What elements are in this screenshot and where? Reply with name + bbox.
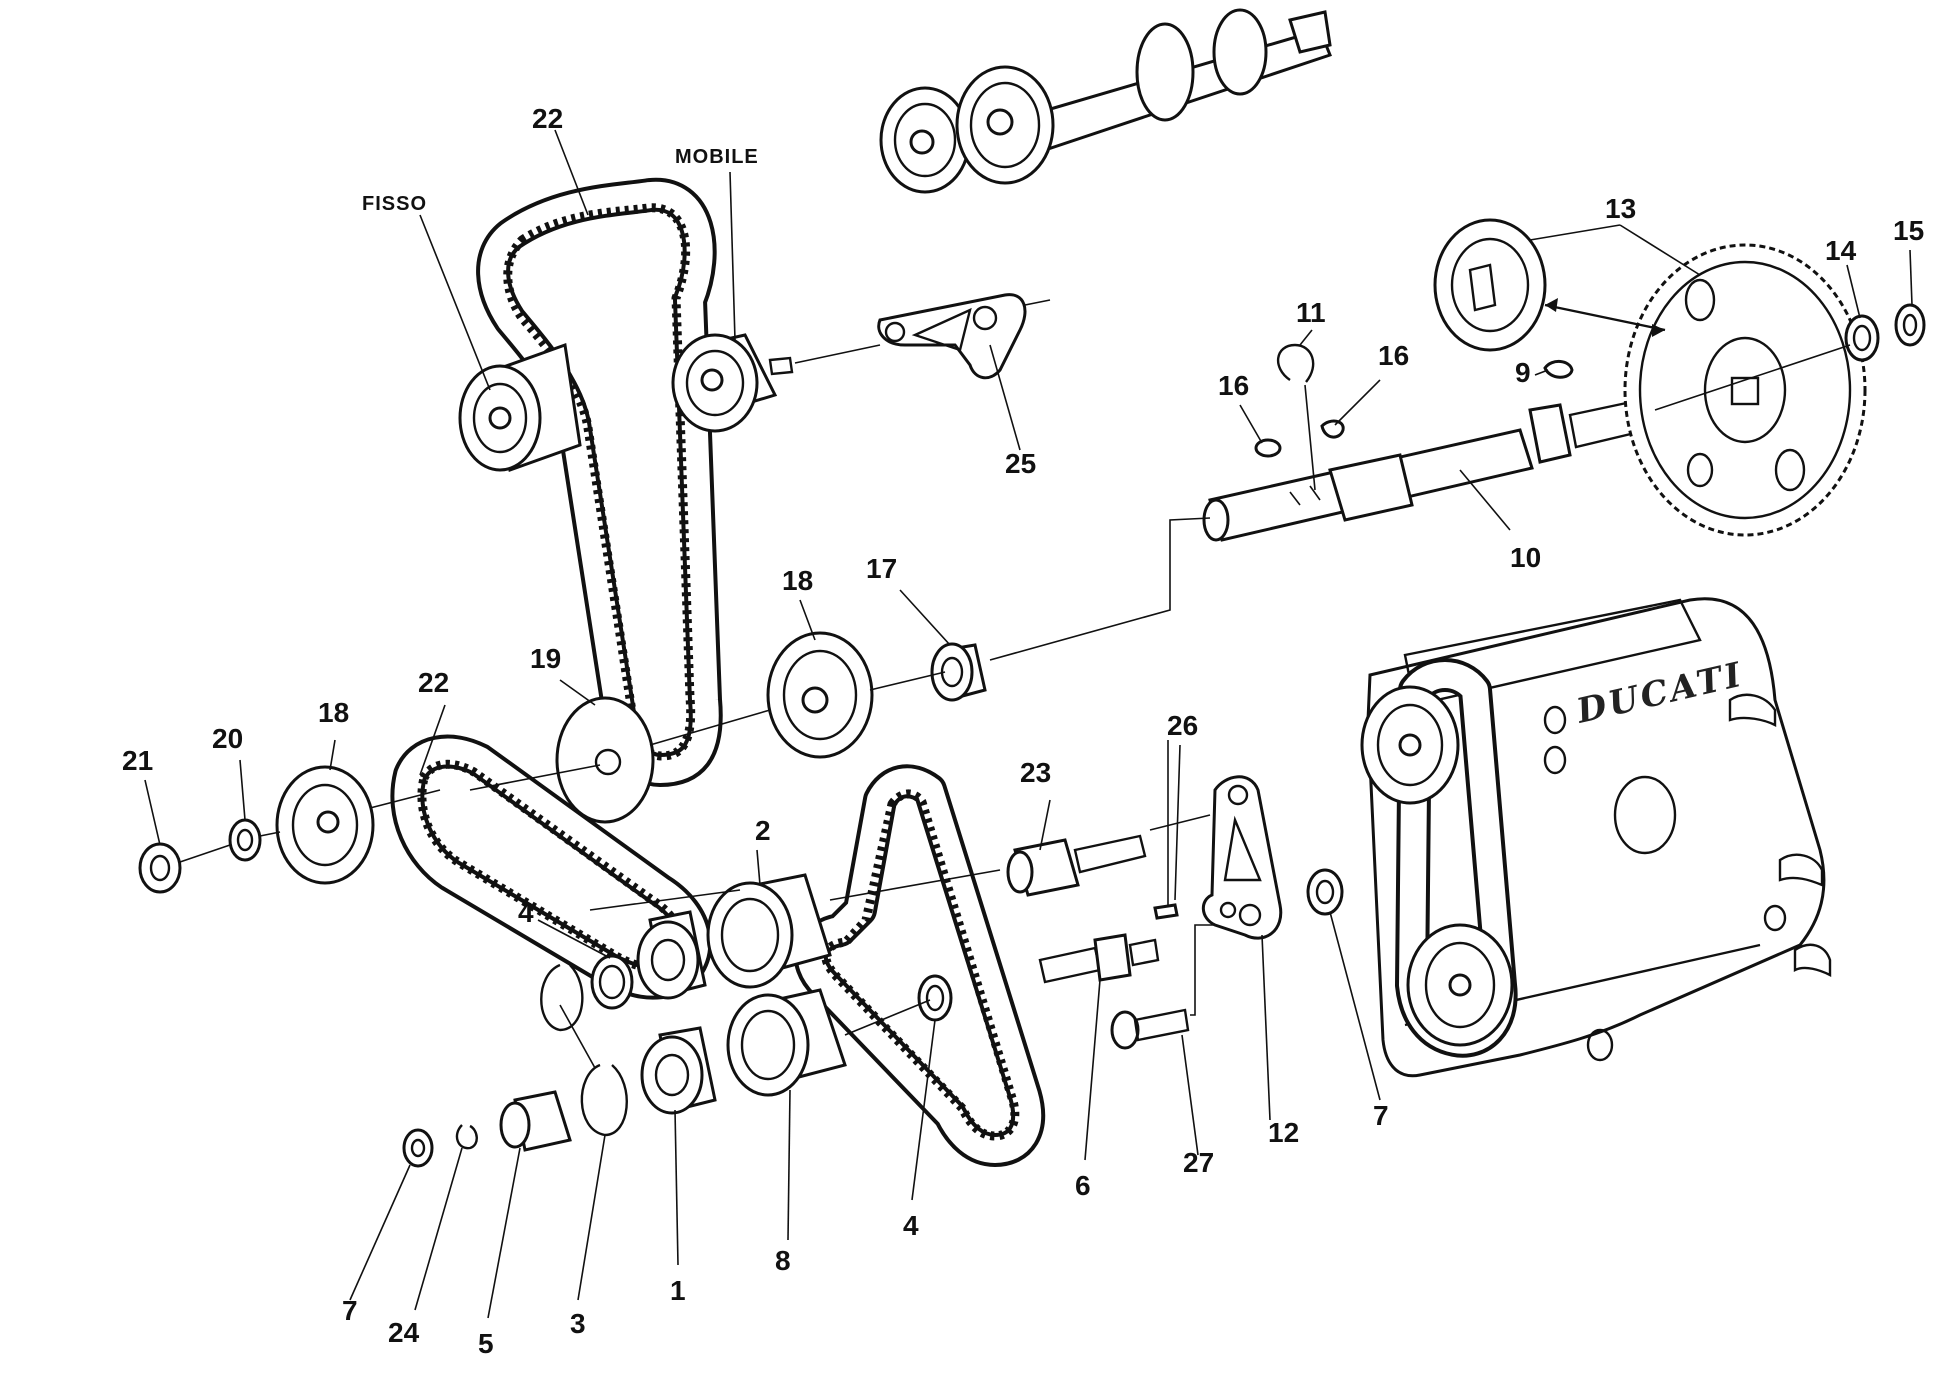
callout-24: 24 [388,1317,420,1348]
callout-22-top: 22 [532,103,563,134]
tensioner-pulley-fixed [458,342,582,473]
sleeve-5 [499,1090,572,1152]
callout-4-lower: 4 [903,1210,919,1241]
callout-13: 13 [1605,193,1636,224]
callout-18-mid: 18 [782,565,813,596]
nut-7-right [1306,868,1344,916]
callout-7-right: 7 [1373,1100,1389,1131]
callout-17: 17 [866,553,897,584]
callout-16-right: 16 [1378,340,1409,371]
ring-4-lower [917,974,953,1022]
bearing-1 [640,1026,717,1115]
ring-4-upper [590,954,634,1010]
callout-25: 25 [1005,448,1036,479]
callout-14: 14 [1825,235,1857,266]
callout-8: 8 [775,1245,791,1276]
callout-12: 12 [1268,1117,1299,1148]
bracket-25 [877,293,1027,380]
auxiliary-gear-small [1433,218,1547,352]
callout-20: 20 [212,723,243,754]
callout-19: 19 [530,643,561,674]
stud-23 [1006,834,1147,897]
camshaft-pulley-large [955,65,1055,185]
callout-21: 21 [122,745,153,776]
callout-22-left: 22 [418,667,449,698]
callout-18-left: 18 [318,697,349,728]
callout-16-left: 16 [1218,370,1249,401]
key-9 [1543,360,1574,379]
bolt-27 [1110,1008,1190,1050]
washer-14 [1844,314,1880,362]
callout-9: 9 [1515,357,1531,388]
timing-belt-upper [476,177,723,787]
callout-27: 27 [1183,1147,1214,1178]
callout-4-upper: 4 [518,897,534,928]
washer-20 [228,818,262,862]
pulley-2 [706,873,832,989]
callout-3: 3 [570,1308,586,1339]
nut-21 [138,842,182,894]
callout-11: 11 [1296,297,1326,328]
cover-pulley-upper [1360,685,1460,805]
circlip-upper [540,963,584,1032]
label-mobile: MOBILE [675,146,759,168]
callout-26: 26 [1167,710,1198,741]
callout-2: 2 [755,815,771,846]
camshaft [1027,8,1332,152]
callout-5: 5 [478,1328,494,1359]
key-16-right [1320,419,1345,439]
ring-24 [455,1124,478,1150]
snap-ring-11 [1276,343,1315,383]
bracket-12 [1201,775,1283,940]
auxiliary-gear-large [1623,243,1867,537]
callout-6: 6 [1075,1170,1091,1201]
cover-pulley-lower [1406,923,1514,1047]
spacer-17 [930,642,987,702]
callout-7-left: 7 [342,1295,358,1326]
intermediate-shaft [1202,396,1658,542]
pin-26 [1153,903,1179,920]
pulley-18-middle [766,631,874,759]
bearing-upper [636,910,707,1000]
tensioner-pulley-mobile [671,333,794,433]
circlip-3 [580,1063,628,1137]
label-fisso: FISSO [362,193,427,215]
nut-7-left [402,1128,434,1168]
callout-1: 1 [670,1275,686,1306]
timing-belt-lower-right [793,764,1046,1167]
stud-6 [1038,933,1160,984]
callout-15: 15 [1893,215,1924,246]
key-16-left [1254,438,1282,458]
bearing-8 [726,988,847,1097]
callout-23: 23 [1020,757,1051,788]
flange-19 [555,696,655,824]
leader-lines [144,129,1913,1319]
nut-15 [1894,303,1926,347]
camshaft-pulley-small [879,86,971,194]
pulley-18-left [275,765,375,885]
callout-10: 10 [1510,542,1541,573]
